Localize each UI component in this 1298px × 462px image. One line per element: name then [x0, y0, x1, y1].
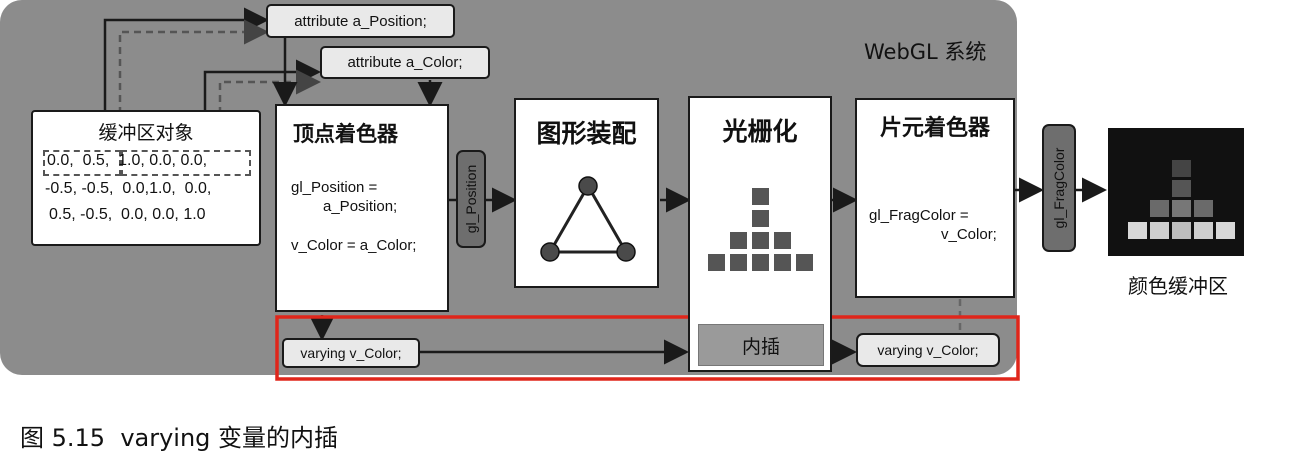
interpolation-label: 内插	[741, 335, 780, 358]
buffer-object-title: 缓冲区对象	[98, 122, 194, 144]
rasterization: 光栅化 内插	[688, 96, 832, 372]
buffer-object: 缓冲区对象 0.0, 0.5, 1.0, 0.0, 0.0, -0.5, -0.…	[31, 110, 261, 246]
buffer-row-3: 0.5, -0.5, 0.0, 0.0, 1.0	[49, 206, 206, 223]
varying-v-color-fragment: varying v_Color;	[856, 333, 1000, 367]
vertex-shader: 顶点着色器 gl_Position = a_Position; v_Color …	[275, 104, 449, 312]
buffer-dashed-group-2	[121, 150, 251, 176]
attribute-a-position: attribute a_Position;	[266, 4, 455, 38]
buffer-row-1: 0.0, 0.5, 1.0, 0.0, 0.0,	[47, 152, 208, 169]
fragment-shader-title: 片元着色器	[879, 116, 990, 141]
rasterization-title: 光栅化	[722, 117, 798, 146]
gl-fragcolor-label: gl_FragColor	[1051, 147, 1067, 229]
varying-v-color-vertex: varying v_Color;	[282, 338, 420, 368]
system-label: WebGL 系统	[864, 40, 987, 64]
vertex-shader-line1: gl_Position =	[291, 179, 378, 196]
fragment-shader: 片元着色器 gl_FragColor = v_Color;	[855, 98, 1015, 298]
primitive-assembly: 图形装配	[514, 98, 659, 288]
interpolation-box: 内插	[698, 324, 824, 366]
color-buffer	[1108, 128, 1244, 256]
gl-position-label: gl_Position	[463, 164, 479, 234]
attribute-a-color: attribute a_Color;	[320, 46, 490, 79]
vertex-shader-line3: v_Color = a_Color;	[291, 237, 417, 254]
vertex-shader-line2: a_Position;	[323, 198, 398, 215]
vertex-shader-title: 顶点着色器	[293, 122, 398, 146]
fragment-shader-line2: v_Color;	[941, 226, 997, 243]
buffer-dashed-group-1	[43, 150, 121, 176]
figure-caption: 图 5.15 varying 变量的内插	[20, 424, 339, 452]
gl-position-pill: gl_Position	[456, 150, 486, 248]
buffer-row-2: -0.5, -0.5, 0.0,1.0, 0.0,	[45, 180, 212, 197]
assembly-title: 图形装配	[536, 119, 637, 148]
fragment-shader-line1: gl_FragColor =	[869, 207, 969, 224]
triangle-icon	[540, 176, 636, 262]
color-buffer-label: 颜色缓冲区	[1128, 274, 1228, 298]
gl-fragcolor-pill: gl_FragColor	[1042, 124, 1076, 252]
